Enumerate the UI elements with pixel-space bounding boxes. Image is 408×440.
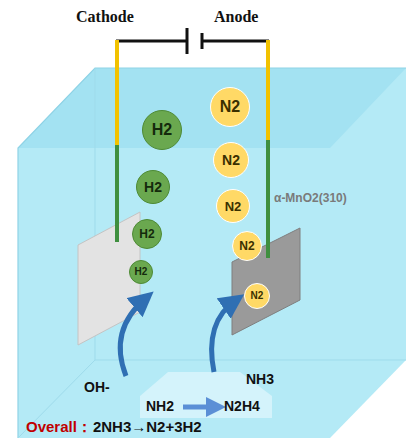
reactant-label: NH3 — [246, 372, 274, 387]
gas-formula: H2 — [139, 228, 154, 240]
gas-formula: H2 — [144, 180, 162, 194]
gas-formula: N2 — [222, 153, 240, 167]
gas-bubble: H2 — [132, 219, 162, 249]
gas-bubble: N2 — [216, 189, 250, 223]
ion-flow-arrow — [120, 298, 146, 376]
tank-top — [18, 68, 406, 148]
electrode-lead — [115, 145, 119, 242]
electrode-lead — [266, 140, 270, 258]
overall-label: Overall： — [26, 419, 92, 436]
gas-formula: N2 — [239, 240, 254, 252]
gas-formula: N2 — [251, 291, 264, 301]
gas-formula: N2 — [225, 200, 242, 213]
reaction-arrow — [183, 405, 216, 410]
gas-formula: H2 — [152, 122, 172, 138]
gas-bubble: N2 — [244, 283, 270, 309]
gas-formula: N2 — [220, 99, 240, 115]
overall-equation: 2NH3→N2+3H2 — [93, 419, 202, 436]
ion-flow-arrow — [212, 300, 236, 372]
tank-edge — [18, 68, 406, 438]
gas-bubble: N2 — [210, 87, 250, 127]
product-label: N2H4 — [224, 399, 260, 414]
intermediate-label: NH2 — [146, 399, 174, 414]
wire — [266, 40, 270, 140]
wire — [115, 40, 119, 145]
tank-edge — [95, 68, 406, 360]
catalyst-label: α-MnO2(310) — [274, 192, 347, 205]
wire — [203, 40, 269, 43]
electrolyte-tank — [18, 68, 406, 438]
ion-label: OH- — [84, 380, 110, 395]
wire — [116, 40, 186, 43]
electrode-label: Anode — [214, 8, 258, 26]
gas-bubble: N2 — [213, 142, 249, 178]
electrode-label: Cathode — [76, 8, 134, 26]
tank-edge — [18, 360, 95, 438]
gas-bubble: N2 — [232, 231, 262, 261]
gas-bubble: H2 — [129, 260, 153, 284]
gas-bubble: H2 — [142, 110, 182, 150]
gas-formula: H2 — [135, 267, 148, 277]
battery-plate — [201, 33, 204, 49]
battery-plate — [186, 28, 189, 54]
gas-bubble: H2 — [136, 170, 170, 204]
